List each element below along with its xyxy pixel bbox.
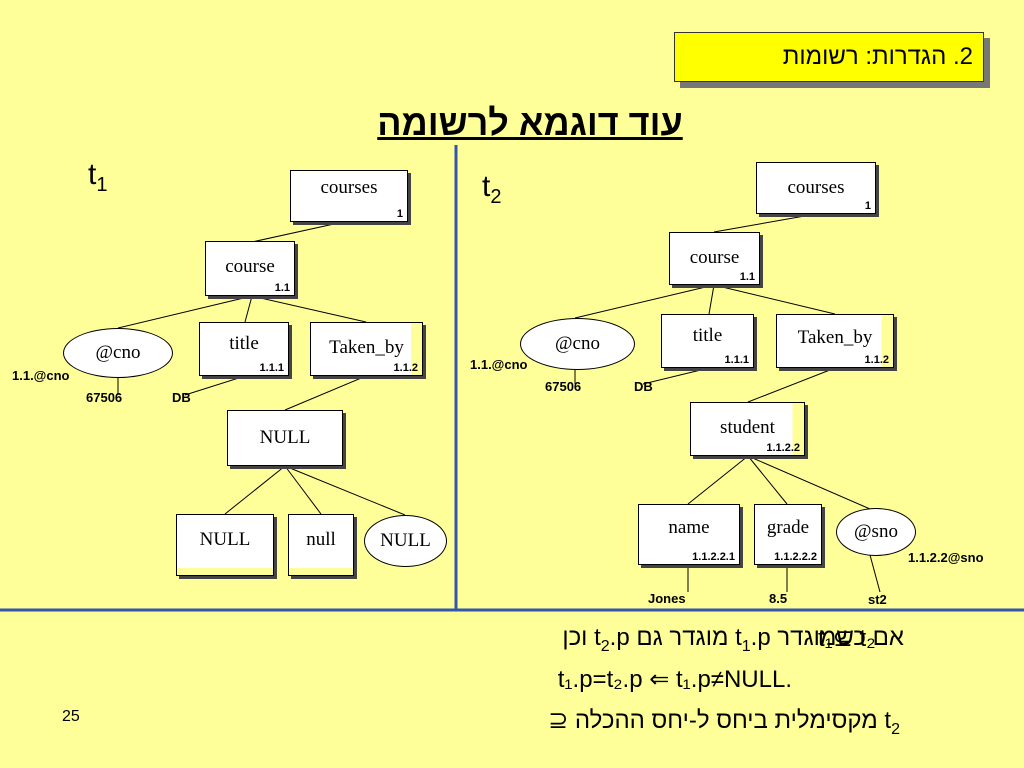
t2-name-value: Jones xyxy=(648,591,686,606)
statement-line-2: .t₁.p=t₂.p ⇐ t₁.p≠NULL xyxy=(557,666,792,693)
t2-cno-attr: @cno xyxy=(520,318,635,370)
t2-edges xyxy=(574,213,881,593)
t2-cno-value: 67506 xyxy=(545,379,582,394)
t1-label: t1 xyxy=(88,158,108,196)
t1-cno-value: 67506 xyxy=(86,390,123,405)
t2-grade-value: 8.5 xyxy=(769,591,788,606)
t1-edges xyxy=(117,221,406,516)
t2-sno-id: 1.1.2.2@sno xyxy=(908,550,984,565)
t1-child-null-3: NULL xyxy=(364,515,447,567)
t2-title-value: DB xyxy=(634,379,653,394)
page-number: 25 xyxy=(62,708,80,725)
section-header: 2. הגדרות: רשומות xyxy=(674,32,984,82)
t2-sno-value: st2 xyxy=(868,592,887,607)
t1-title-value: DB xyxy=(172,390,191,405)
t1-null-node: NULL xyxy=(227,410,343,466)
t2-label: t2 xyxy=(482,170,502,208)
t2-sno-attr: @sno xyxy=(836,508,916,556)
statement-line-3: t2 מקסימלית ביחס ל-יחס ההכלה ⊆ xyxy=(548,707,900,738)
t1-cno-attr: @cno xyxy=(63,328,173,378)
subset-expression: t₁⊆ t₂ xyxy=(818,625,876,652)
t1-child-null-1: NULL xyxy=(176,514,274,576)
slide-title: עוד דוגמא לרשומה xyxy=(377,102,683,143)
t2-cno-id: 1.1.@cno xyxy=(470,357,528,372)
statement-line-1: אם כשמוגדר t1.p מוגדר גם t2.p וכן xyxy=(562,624,904,655)
t1-child-null-2: null xyxy=(288,514,354,576)
t1-cno-id: 1.1.@cno xyxy=(12,368,70,383)
